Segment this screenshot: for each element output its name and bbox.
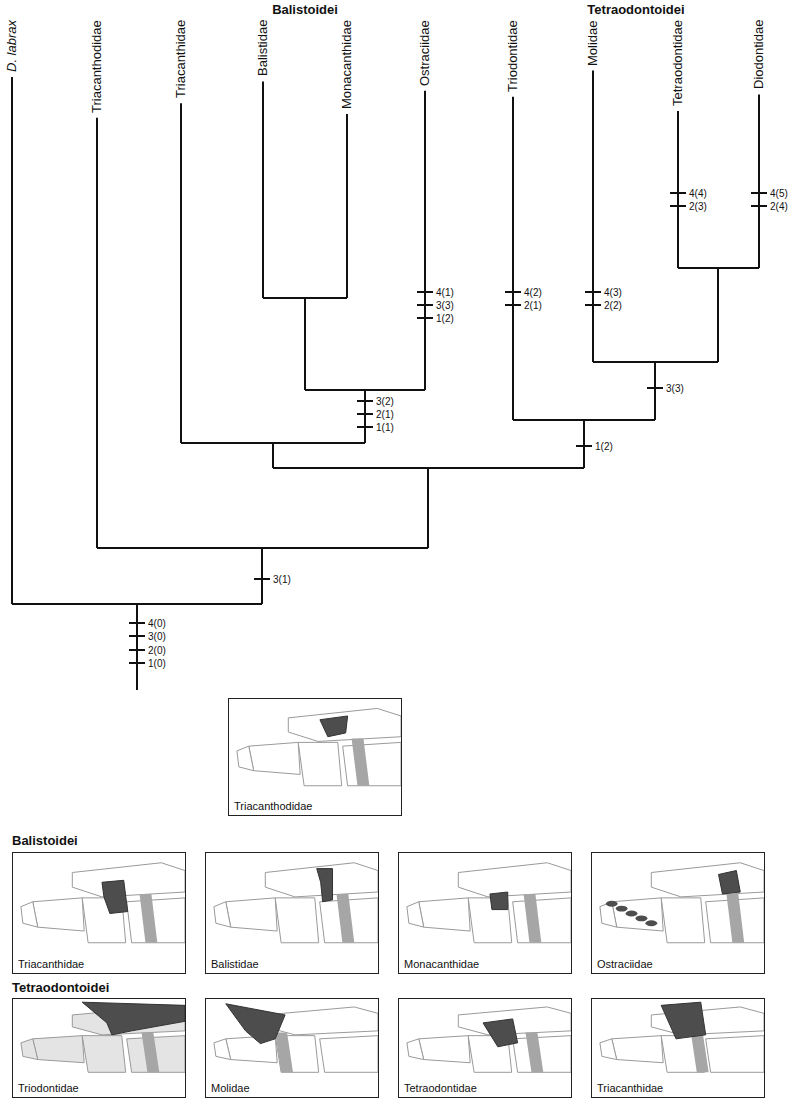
character-state: 3(2) — [376, 396, 394, 407]
skull-panel: Molidae — [205, 998, 379, 1098]
panel-label: Ostraciidae — [595, 958, 655, 971]
tree-branch — [364, 390, 366, 443]
skull-illustration — [206, 853, 378, 973]
skull-panel: Triacanthidae — [591, 998, 765, 1098]
skull-panel: Tetraodontidae — [398, 998, 572, 1098]
skull-panel: Triodontidae — [12, 998, 186, 1098]
group-heading: Tetraodontoidei — [587, 3, 684, 17]
character-state: 3(0) — [148, 631, 166, 642]
character-state: 2(0) — [148, 645, 166, 656]
tree-branch — [96, 118, 98, 548]
tree-branch — [417, 304, 433, 306]
character-state: 2(2) — [604, 300, 622, 311]
panel-label: Monacanthidae — [402, 958, 481, 971]
tree-branch — [357, 400, 373, 402]
taxon-label: Balistidae — [256, 20, 270, 76]
skull-illustration — [592, 853, 764, 973]
tree-branch — [670, 192, 686, 194]
tree-branch — [583, 420, 585, 468]
tree-branch — [417, 291, 433, 293]
character-state: 1(2) — [436, 313, 454, 324]
row-heading: Balistoidei — [12, 834, 78, 848]
tree-branch — [758, 94, 760, 268]
tree-branch — [670, 205, 686, 207]
taxon-label: Triodontidae — [506, 20, 520, 92]
character-state: 4(1) — [436, 287, 454, 298]
character-state: 1(2) — [595, 441, 613, 452]
tree-branch — [136, 604, 138, 690]
taxon-label: Molidae — [586, 20, 600, 66]
panel-label: Triacanthodidae — [232, 800, 314, 813]
tree-branch — [129, 662, 145, 664]
taxon-label: Diodontidae — [752, 20, 766, 89]
tree-branch — [129, 649, 145, 651]
taxon-label: Triacanthodidae — [90, 20, 104, 113]
skull-panel: Ostraciidae — [591, 852, 765, 974]
character-state: 4(4) — [689, 188, 707, 199]
character-state: 3(3) — [666, 383, 684, 394]
taxon-label: Monacanthidae — [340, 20, 354, 109]
character-state: 2(4) — [770, 201, 788, 212]
panel-label: Tetraodontidae — [402, 1082, 479, 1095]
tree-branch — [505, 291, 521, 293]
tree-branch — [417, 317, 433, 319]
tree-branch — [751, 192, 767, 194]
row-heading: Tetraodontoidei — [12, 981, 109, 995]
panel-label: Triodontidae — [16, 1082, 81, 1095]
tree-branch — [751, 205, 767, 207]
tree-branch — [505, 304, 521, 306]
panel-label: Balistidae — [209, 958, 261, 971]
skull-panel: Triacanthidae — [12, 852, 186, 974]
tree-branch — [129, 635, 145, 637]
tree-branch — [512, 97, 514, 420]
tree-branch — [585, 291, 601, 293]
character-state: 1(0) — [148, 658, 166, 669]
tree-branch — [357, 426, 373, 428]
tree-branch — [585, 304, 601, 306]
skull-panel: Triacanthodidae — [228, 698, 402, 816]
skull-panel: Monacanthidae — [398, 852, 572, 974]
character-state: 2(1) — [524, 300, 542, 311]
tree-branch — [129, 622, 145, 624]
character-state: 1(1) — [376, 422, 394, 433]
taxon-label: Ostraciidae — [418, 20, 432, 86]
tree-branch — [346, 114, 348, 298]
skull-illustration — [399, 853, 571, 973]
tree-branch — [261, 548, 263, 604]
tree-branch — [677, 111, 679, 268]
character-state: 4(0) — [148, 618, 166, 629]
character-state: 3(3) — [436, 300, 454, 311]
tree-branch — [592, 71, 594, 362]
tree-branch — [717, 268, 719, 362]
tree-branch — [357, 413, 373, 415]
character-state: 2(1) — [376, 409, 394, 420]
group-heading: Balistoidei — [272, 3, 338, 17]
tree-branch — [254, 578, 270, 580]
tree-branch — [11, 77, 13, 604]
character-state: 2(3) — [689, 201, 707, 212]
panel-label: Triacanthidae — [595, 1082, 665, 1095]
skull-panel: Balistidae — [205, 852, 379, 974]
tree-branch — [180, 103, 182, 443]
panel-label: Triacanthidae — [16, 958, 86, 971]
character-state: 4(3) — [604, 287, 622, 298]
tree-branch — [304, 298, 306, 390]
taxon-label: Triacanthidae — [174, 20, 188, 98]
taxon-label: D. labrax — [5, 20, 19, 72]
character-state: 4(5) — [770, 188, 788, 199]
tree-branch — [647, 387, 663, 389]
character-state: 4(2) — [524, 287, 542, 298]
tree-branch — [427, 468, 429, 548]
skull-illustration — [229, 699, 401, 815]
tree-branch — [576, 445, 592, 447]
tree-branch — [262, 81, 264, 298]
tree-branch — [424, 91, 426, 390]
tree-branch — [654, 362, 656, 420]
skull-illustration — [13, 853, 185, 973]
character-state: 3(1) — [273, 574, 291, 585]
panel-label: Molidae — [209, 1082, 252, 1095]
tree-branch — [272, 443, 274, 468]
taxon-label: Tetraodontidae — [671, 20, 685, 106]
